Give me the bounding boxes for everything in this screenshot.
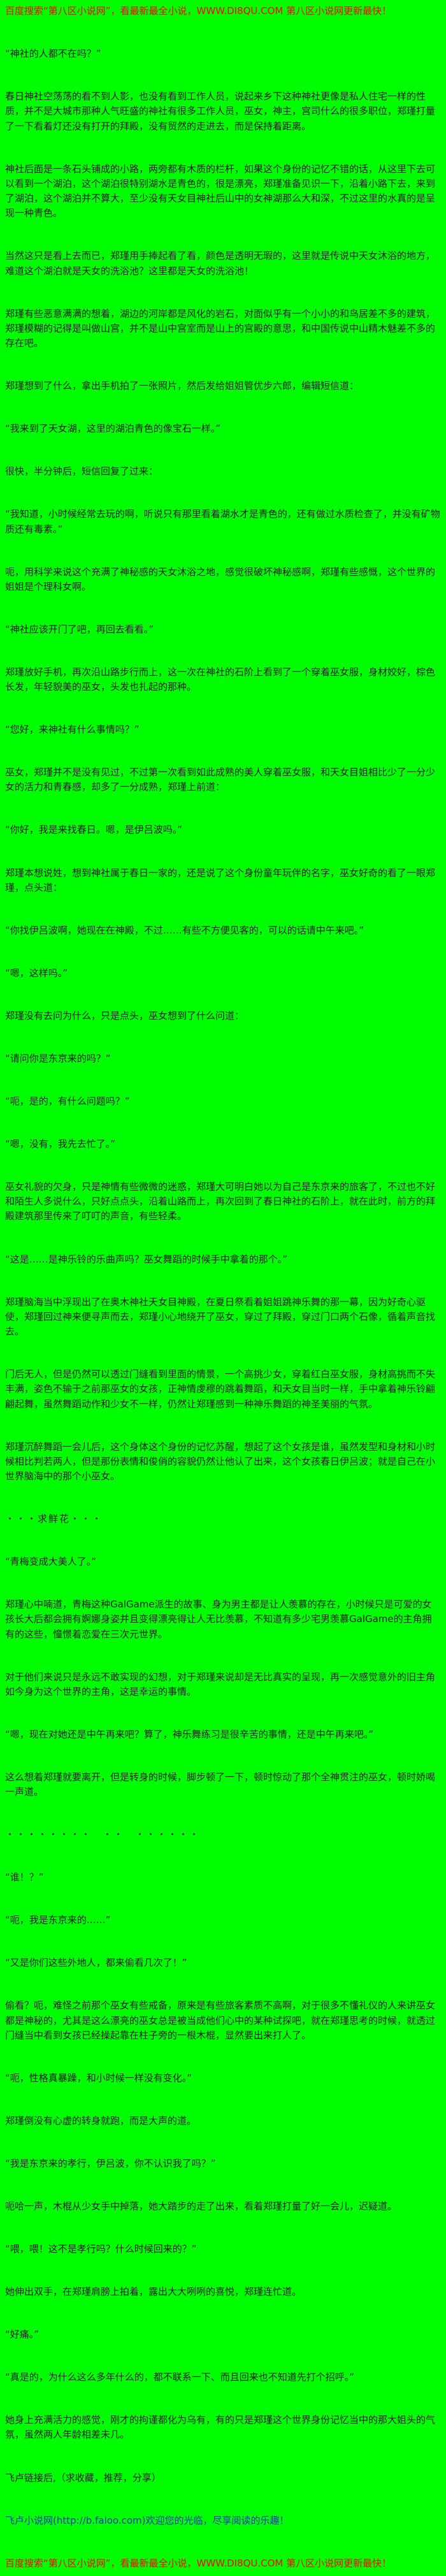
novel-paragraph: 郑瑾心中喃道，青梅这种GalGame派生的故事、身为男主都是让人羡慕的存在，小时… [5,1599,432,1640]
novel-paragraph: “你好，我是来找春日。嗯，是伊吕波吗。” [5,824,183,836]
novel-paragraph: “喂，喂！这不是孝行吗？什么时候回来的？” [5,2243,197,2255]
novel-paragraph: 当然这只是看上去而已，郑瑾用手捧起看了看，颜色是透明无瑕的，这里就是传说中天女沐… [5,250,436,277]
novel-paragraph: “谁！？” [5,1871,44,1884]
novel-paragraph: “呃，是的，有什么问题吗？” [5,1095,130,1107]
novel-paragraph: 郑瑾脑海当中浮现出了在奥木神社天女目神殿，在夏日祭看着姐姐跳神乐舞的那一幕，因为… [5,1296,436,1338]
novel-paragraph: “呃，性格真暴躁，和小时候一样没有变化。” [5,2072,192,2084]
novel-paragraph: “这是……是神乐铃的乐曲声吗？巫女舞蹈的时候手中拿着的那个。” [5,1253,288,1265]
novel-paragraph: 飞卢链接后,（求收藏，推荐，分享） [5,2471,161,2484]
novel-paragraph: “青梅变成大美人了。” [5,1556,97,1568]
novel-paragraph: 巫女礼貌的欠身，只是神情有些微微的迷惑，郑瑾大可明白她以为自己是东京来的旅客了，… [5,1180,436,1222]
novel-paragraph: “神社应该开门了吧，再回去看看。” [5,623,154,635]
novel-paragraph: “又是你们这些外地人，都来偷看几次了！” [5,1957,187,1969]
novel-paragraph: 她伸出双手，在郑瑾肩膀上拍着，露出大大咧咧的喜悦，郑瑾连忙道。 [5,2286,302,2298]
chapter-divider: ・・・求鲜花・・・ [5,1513,103,1525]
novel-paragraph: “神社的人都不在吗？” [5,48,101,60]
novel-paragraph: “呃，我是东京来的……” [5,1914,111,1926]
novel-paragraph: 郑瑾想到了什么，拿出手机拍了一张照片，然后发给姐姐管优步六郎，编辑短信道： [5,380,359,392]
novel-paragraph: 偷看？呃，难怪之前那个巫女有些戒备，原来是有些旅客素质不高啊，对于很多不懂礼仪的… [5,2000,436,2041]
novel-paragraph: 巫女，郑瑾并不是没有见过，不过第一次看到如此成熟的美人穿着巫女服，和天女目姐相比… [5,766,436,793]
novel-paragraph: “嗯，没有，我先去忙了。” [5,1138,116,1150]
novel-paragraph: “嗯，这样吗。” [5,967,68,979]
novel-paragraph: 神社后面是一条石头铺成的小路，两旁都有木质的栏杆，如果这个身份的记忆不错的话，从… [5,163,436,219]
novel-paragraph: 这么想着郑瑾就要离开，但是转身的时候，脚步顿了一下，顿时惊动了那个全神贯注的巫女… [5,1771,436,1798]
chapter-divider: ・・・・・・・・ ・・ ・・・・・・ [5,1829,201,1841]
promo-banner-text: 百度搜索“第八区小说网”，看最新最全小说，WWW.DI8QU.COM 第八区小说… [5,5,392,17]
novel-paragraph: “好痛。” [5,2329,40,2341]
novel-paragraph: 郑瑾本想说姓，想到神社属于春日一家的，还是说了这个身份童年玩伴的名字，巫女好奇的… [5,867,436,893]
novel-paragraph: 门后无人，但是仍然可以透过门缝看到里面的情景，一个高挑少女，穿着红白巫女服，身材… [5,1368,436,1410]
novel-paragraph: “请问你是东京来的吗？” [5,1052,111,1064]
novel-paragraph: 郑瑾倒没有心虚的转身就跑，而是大声的道。 [5,2115,197,2126]
novel-paragraph: “嗯，现在对她还是中午再来吧？算了，神乐舞练习是很辛苦的事情，还是中午再来吧。” [5,1729,374,1740]
novel-paragraph: 对于他们来说只是永远不敢实现的幻想，对于郑瑾来说却是无比真实的呈现，再一次感觉意… [5,1671,436,1697]
novel-paragraph: “真是的，为什么这么多年什么的，都不联系一下、而且回来也不知道先打个招呼。” [5,2371,355,2383]
novel-paragraph: 她身上充满活力的感觉，刚才的拘谨都化为乌有，有的只是郑瑾这个世界身份记忆当中的那… [5,2414,436,2441]
novel-paragraph: “你找伊吕波啊，她现在在神殿，不过……有些不方便见客的，可以的话请中午来吧。” [5,924,364,936]
novel-paragraph: 郑瑾有些恶意满满的想着，湖边的河岸都是风化的岩石，对面似乎有一个小小的和鸟居差不… [5,307,436,349]
novel-paragraph: “您好，来神社有什么事情吗？” [5,724,140,736]
novel-paragraph: 郑瑾放好手机，再次沿山路步行而上，这一次在神社的石阶上看到了一个穿着巫女服，身材… [5,666,436,693]
novel-paragraph: 春日神社空荡荡的看不到人影，也没有看到工作人员，说起来乡下这种神社更像是私人住宅… [5,91,436,132]
novel-paragraph: “我来到了天女湖，这里的湖泊青色的像宝石一样。” [5,423,221,435]
site-link-line[interactable]: 飞卢小说网(http://b.faloo.com)欢迎您的光临，尽享阅读的乐趣！ [5,2514,289,2526]
novel-paragraph: 郑瑾没有去问为什么，只是点头，巫女想到了什么问道： [5,1009,245,1021]
promo-banner-text: 百度搜索“第八区小说网”，看最新最全小说，WWW.DI8QU.COM 第八区小说… [5,2557,392,2569]
novel-paragraph: 郑瑾沉醉舞蹈一会儿后，这个身体这个身份的记忆苏醒，想起了这个女孩是谁，虽然发型和… [5,1440,436,1482]
novel-paragraph: 很快，半分钟后，短信回复了过来： [5,465,159,478]
novel-paragraph: “我知道，小时候经常去玩的啊，听说只有那里看着湖水才是青色的，还有做过水质检查了… [5,508,440,535]
novel-paragraph: 呃哈一声，木棍从少女手中掉落，她大踏步的走了出来，看着郑瑾打量了好一会儿，迟疑道… [5,2200,398,2213]
novel-paragraph: “我是东京来的孝行，伊吕波，你不认识我了吗？” [5,2158,216,2170]
novel-paragraph: 呃，用科学来说这个充满了神秘感的天女沐浴之地，感觉很破坏神秘感啊，郑瑾有些感慨，… [5,566,436,592]
